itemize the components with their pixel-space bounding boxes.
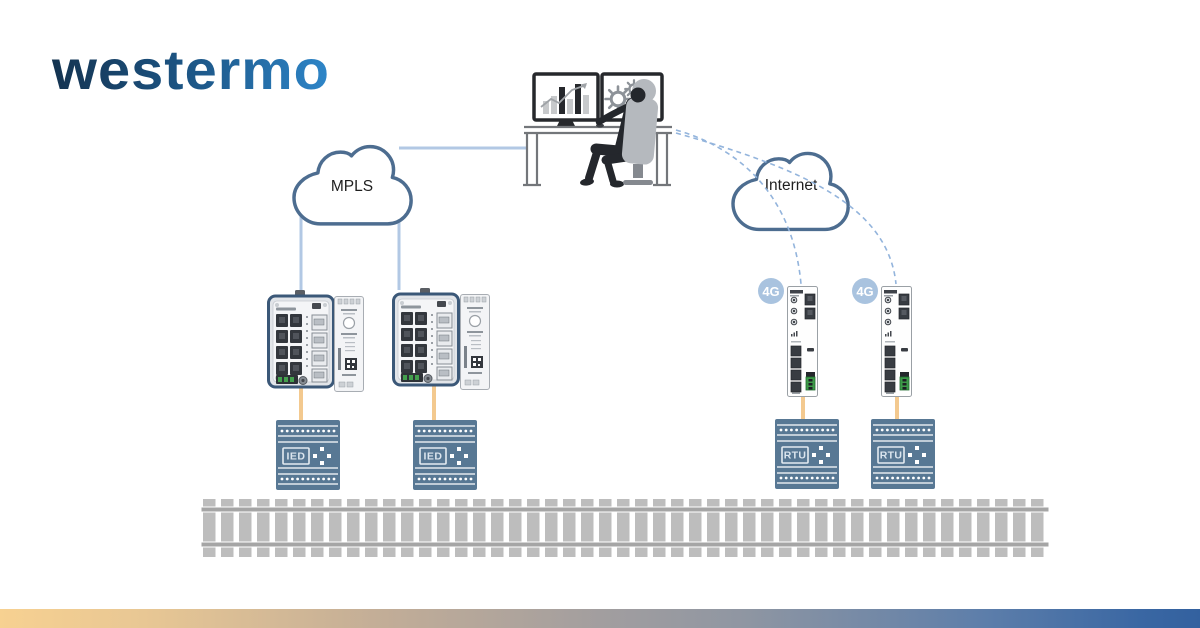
rtu-device-1-label: RTU xyxy=(784,450,806,462)
ethernet-switch-1 xyxy=(267,288,335,389)
westermo-logo-text: westermo xyxy=(51,38,330,101)
person-operator-icon xyxy=(580,79,659,188)
ied-device-2-label: IED xyxy=(423,451,442,463)
device-cables xyxy=(299,385,899,421)
cellular-router-2 xyxy=(881,286,912,397)
ied-device-1-label: IED xyxy=(286,451,305,463)
internet-to-router-2-link xyxy=(675,132,897,285)
westermo-logo: westermo xyxy=(51,38,330,101)
railway-rail-top xyxy=(200,506,1050,513)
footer-gradient-bar xyxy=(0,609,1200,628)
mpls-cloud-label: MPLS xyxy=(331,178,373,195)
4g-badge-1: 4G xyxy=(758,278,784,304)
railway-rail-bottom xyxy=(200,541,1050,548)
operator-workstation xyxy=(523,72,672,188)
rtu-device-2-label: RTU xyxy=(880,450,902,462)
bar-chart-icon xyxy=(540,83,589,114)
internet-links xyxy=(675,129,897,285)
4g-badge-2-label: 4G xyxy=(856,284,873,299)
4g-badge-1-label: 4G xyxy=(762,284,779,299)
monitor-bar-chart-icon xyxy=(532,72,600,128)
4g-badge-2: 4G xyxy=(852,278,878,304)
power-supply-2 xyxy=(459,293,491,391)
internet-to-router-1-link xyxy=(675,129,802,285)
office-chair-icon xyxy=(621,97,659,185)
cellular-router-1 xyxy=(787,286,818,397)
internet-cloud-label: Internet xyxy=(765,177,818,194)
railway-track-icon xyxy=(200,499,1050,557)
power-supply-1 xyxy=(333,295,365,393)
ethernet-switch-2 xyxy=(392,286,460,387)
